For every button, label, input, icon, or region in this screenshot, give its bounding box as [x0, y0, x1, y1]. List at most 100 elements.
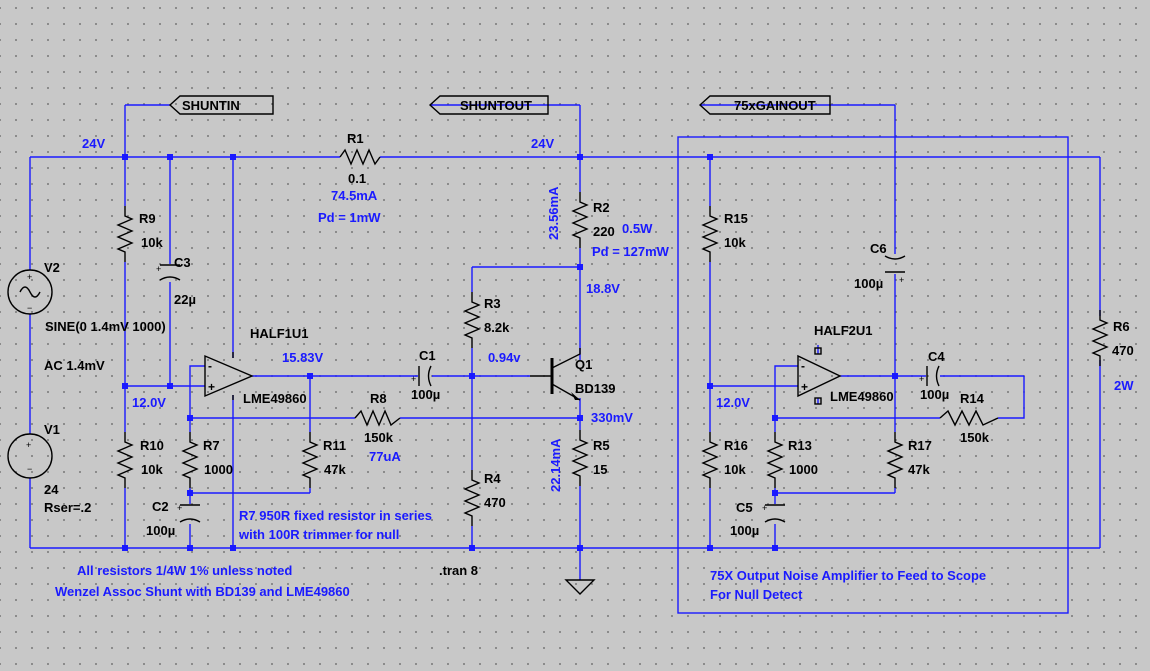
- capacitor-c4: +: [919, 365, 940, 387]
- r10-name: R10: [140, 438, 164, 453]
- v1-value: 24: [44, 482, 59, 497]
- net-label-gainout: 75xGAINOUT: [698, 95, 831, 115]
- r2-name: R2: [593, 200, 610, 215]
- resistor-r9: [117, 205, 133, 263]
- svg-text:+: +: [177, 503, 182, 513]
- v1-extra: Rser=.2: [44, 500, 91, 515]
- capacitor-c1: +: [411, 365, 432, 387]
- capacitor-c5: +: [762, 503, 786, 523]
- note-sim-directive: .tran 8: [439, 563, 478, 578]
- source-v2: + −: [7, 269, 53, 315]
- voltage-emitter: 330mV: [591, 410, 633, 425]
- resistor-r7: [182, 431, 198, 489]
- r13-name: R13: [788, 438, 812, 453]
- resistor-r1: [339, 148, 381, 166]
- r3-value: 8.2k: [484, 320, 510, 335]
- r6-rating: 2W: [1114, 378, 1134, 393]
- svg-text:+: +: [801, 380, 808, 394]
- c3-value: 22µ: [174, 292, 196, 307]
- resistor-r6: [1092, 309, 1108, 367]
- note-r7-line2: with 100R trimmer for null: [238, 527, 399, 542]
- note-tolerance: All resistors 1/4W 1% unless noted: [77, 563, 292, 578]
- r17-name: R17: [908, 438, 932, 453]
- c3-name: C3: [174, 255, 191, 270]
- r14-value: 150k: [960, 430, 990, 445]
- r1-power: Pd = 1mW: [318, 210, 381, 225]
- voltage-supply-left: 24V: [82, 136, 105, 151]
- resistor-r16: [702, 431, 718, 489]
- r9-name: R9: [139, 211, 156, 226]
- voltage-half2: 12.0V: [716, 395, 750, 410]
- wires: [29, 104, 1101, 580]
- r2-value: 220: [593, 224, 615, 239]
- r11-name: R11: [323, 438, 346, 453]
- svg-text:+: +: [762, 503, 767, 513]
- resistor-r15: [702, 205, 718, 263]
- r5-value: 15: [593, 462, 607, 477]
- resistor-r14: [939, 409, 999, 427]
- capacitor-c3: +: [156, 264, 181, 281]
- r3-name: R3: [484, 296, 501, 311]
- svg-text:-: -: [208, 359, 212, 373]
- r5-current: 22.14mA: [548, 438, 563, 492]
- c2-value: 100µ: [146, 523, 175, 538]
- svg-text:−: −: [27, 464, 32, 474]
- svg-text:75xGAINOUT: 75xGAINOUT: [734, 98, 816, 113]
- svg-text:SHUNTIN: SHUNTIN: [182, 98, 240, 113]
- svg-text:−: −: [27, 303, 32, 313]
- r10-value: 10k: [141, 462, 163, 477]
- resistor-r17: [887, 431, 903, 489]
- r17-value: 47k: [908, 462, 930, 477]
- r16-name: R16: [724, 438, 748, 453]
- r1-name: R1: [347, 131, 364, 146]
- voltage-collector: 18.8V: [586, 281, 620, 296]
- r4-name: R4: [484, 471, 501, 486]
- c1-value: 100µ: [411, 387, 440, 402]
- noise-amp-box: [677, 136, 1069, 614]
- resistor-r13: [767, 431, 783, 489]
- r14-name: R14: [960, 391, 985, 406]
- r8-value: 150k: [364, 430, 394, 445]
- svg-text:+: +: [919, 374, 924, 384]
- note-box-line1: 75X Output Noise Amplifier to Feed to Sc…: [710, 568, 986, 583]
- svg-text:+: +: [156, 264, 161, 274]
- note-box-line2: For Null Detect: [710, 587, 803, 602]
- c1-name: C1: [419, 348, 436, 363]
- net-label-shuntout: SHUNTOUT: [428, 95, 549, 115]
- c2-name: C2: [152, 499, 169, 514]
- r1-value: 0.1: [348, 171, 366, 186]
- junctions: [122, 154, 898, 551]
- q1-value: BD139: [575, 381, 615, 396]
- resistor-r8: [354, 409, 401, 427]
- svg-text:+: +: [26, 440, 31, 450]
- transistor-q1: [530, 348, 581, 401]
- opamp-half1: - +: [204, 352, 254, 400]
- capacitor-c6: +: [884, 255, 906, 285]
- svg-text:+: +: [208, 380, 215, 394]
- q1-name: Q1: [575, 357, 592, 372]
- c5-value: 100µ: [730, 523, 759, 538]
- u2-value: LME49860: [830, 389, 894, 404]
- svg-text:-: -: [801, 359, 805, 373]
- resistor-r5: [572, 429, 588, 487]
- r1-current: 74.5mA: [331, 188, 378, 203]
- r2-current: 23.56mA: [546, 186, 561, 240]
- capacitor-c2: +: [177, 503, 201, 523]
- voltage-supply-right: 24V: [531, 136, 554, 151]
- v2-extra: AC 1.4mV: [44, 358, 105, 373]
- svg-text:+: +: [27, 272, 32, 282]
- net-label-shuntin: SHUNTIN: [168, 95, 274, 115]
- c4-name: C4: [928, 349, 945, 364]
- r7-name: R7: [203, 438, 220, 453]
- voltage-half1: 12.0V: [132, 395, 166, 410]
- r8-current: 77uA: [369, 449, 401, 464]
- svg-text:SHUNTOUT: SHUNTOUT: [460, 98, 532, 113]
- r5-name: R5: [593, 438, 610, 453]
- c5-name: C5: [736, 500, 753, 515]
- opamp-half2: - +: [797, 347, 842, 405]
- r6-name: R6: [1113, 319, 1130, 334]
- svg-text:+: +: [899, 275, 904, 285]
- svg-text:+: +: [411, 374, 416, 384]
- r2-rating: 0.5W: [622, 221, 653, 236]
